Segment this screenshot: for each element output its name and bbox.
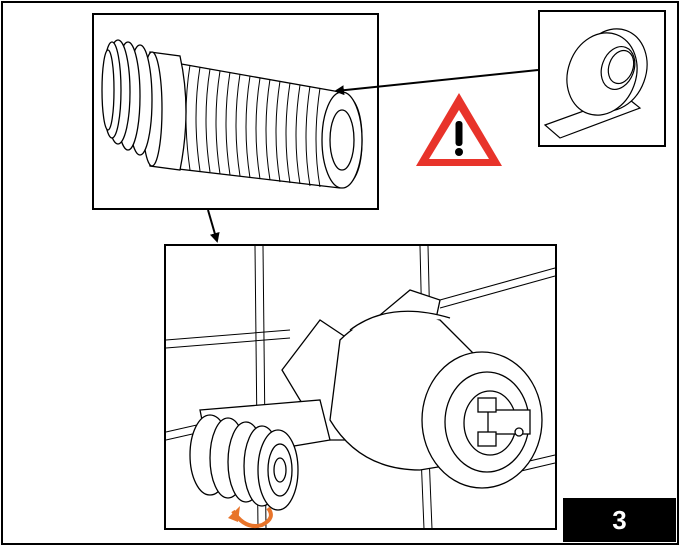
installation-panel <box>164 244 557 530</box>
step-number-badge: 3 <box>563 498 676 542</box>
fitting-to-install-arrow <box>207 209 220 243</box>
threaded-fitting <box>101 39 363 189</box>
ptfe-tape-panel <box>538 10 666 147</box>
warning-triangle-icon <box>416 93 502 166</box>
rotation-arrow-icon <box>228 506 273 528</box>
side-connector <box>189 399 331 511</box>
valve-body <box>329 310 543 489</box>
tape-to-fitting-arrow <box>334 69 539 96</box>
threaded-fitting-panel <box>92 13 379 210</box>
ptfe-tape-icon <box>543 28 648 139</box>
